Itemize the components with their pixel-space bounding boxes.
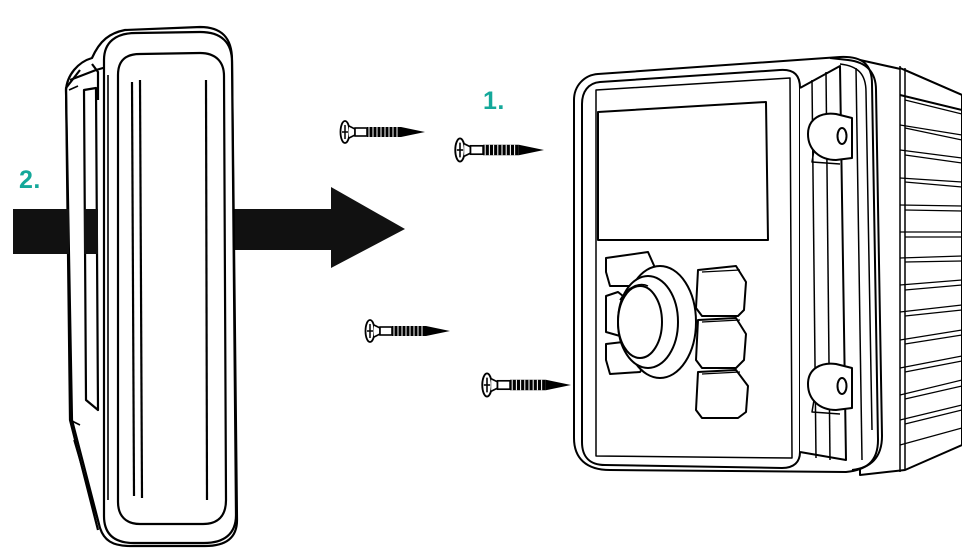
- mounting-ear: [807, 112, 853, 165]
- step-2-label: 2.: [19, 166, 41, 194]
- screw-icon: [481, 372, 572, 398]
- marine-stereo-head-unit: [573, 55, 962, 476]
- mounting-ear: [807, 362, 853, 415]
- step-1-label: 1.: [483, 87, 505, 115]
- mounting-cover-plate: [64, 25, 239, 548]
- volume-knob: [617, 265, 697, 379]
- screw-icon: [454, 137, 545, 163]
- arrow-shaft-left: [13, 209, 69, 254]
- screw-icon: [364, 319, 451, 343]
- screw-icon: [339, 120, 426, 144]
- right-button-column: [695, 265, 749, 419]
- heatsink-fins: [859, 59, 962, 476]
- arrow-shaft-mid: [84, 209, 98, 254]
